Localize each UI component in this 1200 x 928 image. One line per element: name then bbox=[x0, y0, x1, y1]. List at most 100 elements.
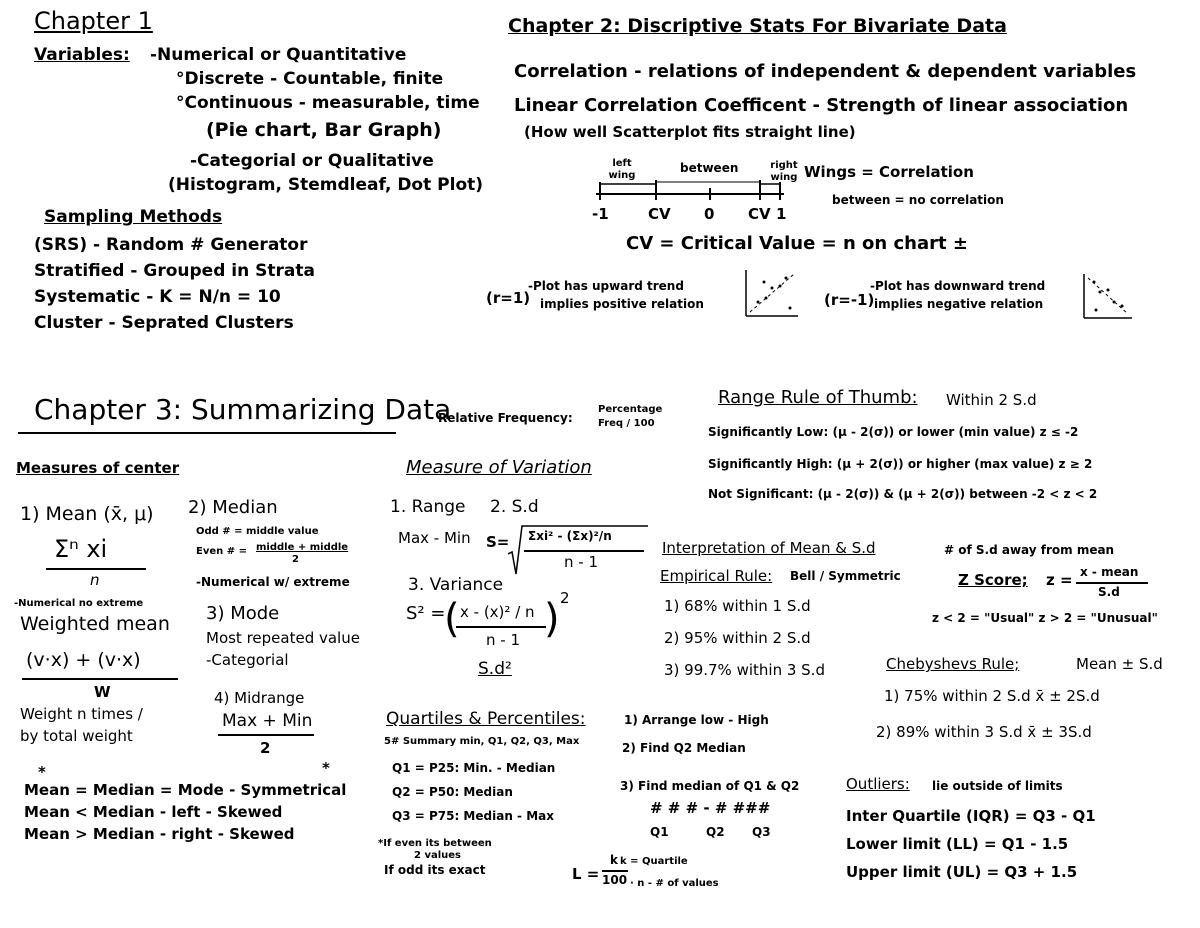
continuous-variable: °Continuous - measurable, time bbox=[176, 93, 480, 113]
variance-denominator: n - 1 bbox=[486, 631, 520, 649]
significantly-low: Significantly Low: (μ - 2(σ)) or lower (… bbox=[708, 425, 1079, 439]
between-note: between = no correlation bbox=[832, 193, 1004, 207]
star-mark: * bbox=[322, 759, 330, 777]
quartile-even-note: *If even its between bbox=[378, 838, 492, 849]
skew-rule: Mean = Median = Mode - Symmetrical bbox=[24, 781, 347, 799]
relative-frequency-formula: Freq / 100 bbox=[598, 418, 655, 429]
variance-open-paren: ( bbox=[444, 596, 460, 642]
right-wing-label: right wing bbox=[770, 160, 798, 183]
star-mark: * bbox=[38, 763, 46, 781]
skew-rule: Mean < Median - left - Skewed bbox=[24, 803, 283, 821]
variance-prefix: S² = bbox=[406, 603, 446, 624]
sd-squared: S.d² bbox=[478, 659, 512, 679]
chebyshev-item: 1) 75% within 2 S.d x̄ ± 2S.d bbox=[884, 687, 1100, 705]
axis-label: -1 bbox=[592, 205, 609, 223]
midrange-numerator: Max + Min bbox=[222, 711, 313, 731]
quartile-marker: Q3 bbox=[752, 825, 771, 839]
median-even-numerator: middle + middle bbox=[256, 542, 349, 553]
measures-of-center-title: Measures of center bbox=[16, 459, 180, 477]
sampling-item: Cluster - Seprated Clusters bbox=[34, 313, 294, 333]
empirical-item: 2) 95% within 2 S.d bbox=[664, 629, 811, 647]
zscore-label: Z Score; bbox=[958, 571, 1028, 589]
median-even: Even # = bbox=[196, 546, 247, 557]
location-formula-prefix: L = bbox=[572, 865, 600, 883]
significantly-high: Significantly High: (μ + 2(σ)) or higher… bbox=[708, 457, 1093, 471]
weighted-note: Weight n times / bbox=[20, 705, 143, 723]
interpretation-note: # of S.d away from mean bbox=[944, 543, 1115, 557]
weighted-denominator: W bbox=[94, 683, 111, 701]
quartile-odd-small: 2 values bbox=[414, 850, 461, 861]
negative-r: (r=-1) bbox=[824, 291, 875, 309]
skew-rule: Mean > Median - right - Skewed bbox=[24, 825, 295, 843]
quartile-item: Q1 = P25: Min. - Median bbox=[392, 761, 556, 775]
quartile-marker: Q2 bbox=[706, 825, 725, 839]
chebyshev-title: Chebyshevs Rule; bbox=[886, 655, 1020, 673]
wings-note: Wings = Correlation bbox=[804, 163, 974, 181]
sd-label: 2. S.d bbox=[490, 497, 539, 517]
variance-numerator: x - (x)² / n bbox=[460, 603, 535, 621]
quartile-step: 2) Find Q2 Median bbox=[622, 741, 746, 755]
zscore-usual: z < 2 = "Usual" z > 2 = "Unusual" bbox=[932, 611, 1158, 625]
numerical-variable: -Numerical or Quantitative bbox=[150, 45, 407, 65]
variance-close-paren: ) bbox=[544, 596, 560, 642]
left-wing-label: left wing bbox=[608, 158, 636, 181]
between-label: between bbox=[680, 161, 739, 175]
quartile-item: Q2 = P50: Median bbox=[392, 785, 513, 799]
axis-label: CV bbox=[748, 205, 771, 223]
location-k-note: k = Quartile bbox=[620, 856, 688, 867]
empirical-rule-title: Empirical Rule: bbox=[660, 567, 773, 585]
relative-frequency-label: Relative Frequency: bbox=[438, 411, 573, 425]
chapter2-title: Chapter 2: Discriptive Stats For Bivaria… bbox=[508, 15, 1007, 37]
weighted-mean-formula: (v·x) + (v·x) bbox=[26, 649, 141, 671]
mean-formula: Σⁿ xi bbox=[54, 535, 108, 563]
correlation-definition: Correlation - relations of independent &… bbox=[514, 61, 1137, 82]
location-fraction-bar bbox=[602, 870, 628, 872]
range-rule-title: Range Rule of Thumb: bbox=[718, 387, 918, 408]
not-significant: Not Significant: (μ - 2(σ)) & (μ + 2(σ))… bbox=[708, 487, 1098, 501]
location-denominator: 100 bbox=[602, 873, 628, 887]
positive-r: (r=1) bbox=[486, 289, 531, 307]
empirical-rule-note: Bell / Symmetric bbox=[790, 569, 901, 583]
variance-square: 2 bbox=[560, 589, 570, 607]
median-even-denominator: 2 bbox=[292, 554, 299, 565]
axis-label: 0 bbox=[704, 205, 715, 223]
sampling-item: (SRS) - Random # Generator bbox=[34, 235, 308, 255]
weighted-fraction-bar bbox=[22, 678, 178, 680]
zscore-fraction-bar bbox=[1076, 582, 1148, 584]
midrange-denominator: 2 bbox=[260, 739, 271, 757]
mean-fraction-bar bbox=[46, 568, 146, 570]
positive-scatterplot-sketch bbox=[745, 270, 798, 317]
median-note: -Numerical w/ extreme bbox=[196, 575, 350, 589]
sd-radical bbox=[507, 525, 648, 575]
variance-fraction-bar bbox=[456, 626, 546, 628]
mean-denominator: n bbox=[90, 571, 100, 589]
chebyshev-item: 2) 89% within 3 S.d x̄ ± 3S.d bbox=[876, 723, 1092, 741]
chapter3-title: Chapter 3: Summarizing Data bbox=[34, 393, 452, 426]
negative-relation: implies negative relation bbox=[874, 297, 1044, 311]
quartile-odd-note: If odd its exact bbox=[384, 863, 486, 877]
location-numerator: k bbox=[610, 853, 618, 867]
outlier-item: Inter Quartile (IQR) = Q3 - Q1 bbox=[846, 807, 1096, 825]
location-n-note: · n - # of values bbox=[630, 878, 719, 889]
sampling-item: Stratified - Grouped in Strata bbox=[34, 261, 315, 281]
variables-label: Variables: bbox=[34, 45, 130, 65]
quartile-marker: Q1 bbox=[650, 825, 669, 839]
chapter3-underline bbox=[18, 432, 396, 434]
mean-note: -Numerical no extreme bbox=[14, 598, 144, 609]
positive-relation: implies positive relation bbox=[540, 297, 704, 311]
axis-label: CV bbox=[648, 205, 671, 223]
mode-title: 3) Mode bbox=[206, 603, 280, 624]
sd-denominator: n - 1 bbox=[564, 553, 598, 571]
mode-note: -Categorial bbox=[206, 651, 289, 669]
positive-trend: -Plot has upward trend bbox=[528, 279, 684, 293]
measure-of-variation-title: Measure of Variation bbox=[406, 457, 592, 478]
chapter1-title: Chapter 1 bbox=[34, 7, 153, 35]
outliers-title: Outliers: bbox=[846, 775, 910, 793]
midrange-fraction-bar bbox=[218, 734, 314, 736]
five-number-summary: 5# Summary min, Q1, Q2, Q3, Max bbox=[384, 736, 580, 747]
range-rule-within: Within 2 S.d bbox=[946, 391, 1037, 409]
midrange-title: 4) Midrange bbox=[214, 689, 305, 707]
categorial-graphs: (Histogram, Stemdleaf, Dot Plot) bbox=[168, 175, 484, 195]
variance-label: 3. Variance bbox=[408, 575, 504, 595]
linear-correlation-note: (How well Scatterplot fits straight line… bbox=[524, 123, 856, 141]
